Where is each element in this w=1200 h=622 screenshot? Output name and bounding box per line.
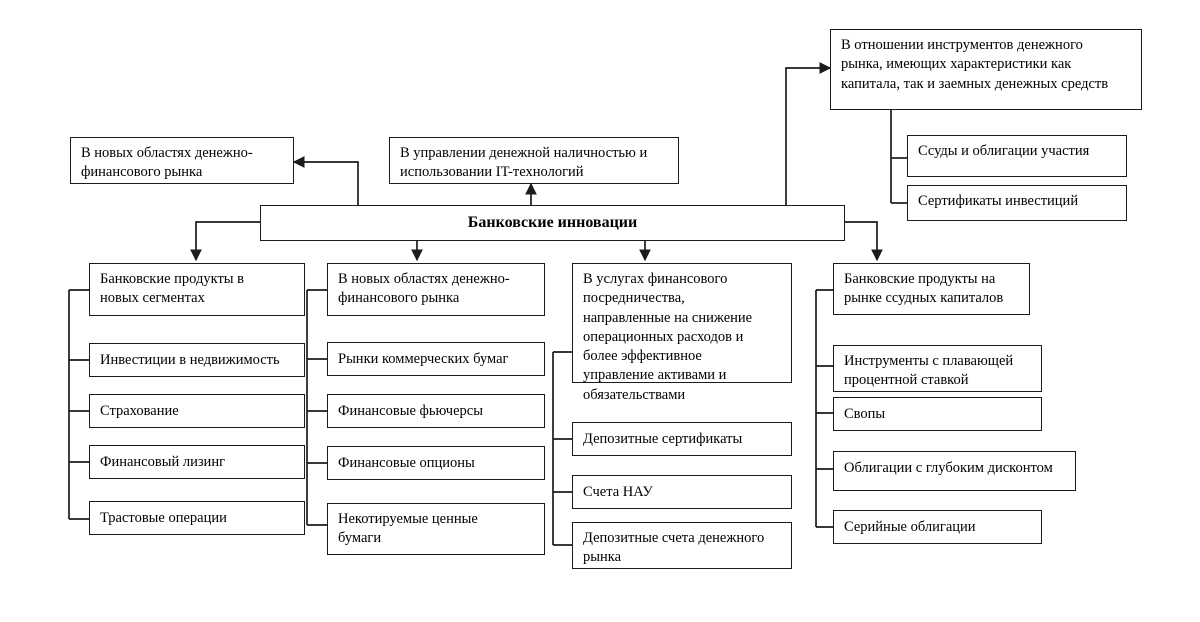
node-label: Облигации с глубоким дисконтом — [844, 460, 1053, 476]
node-label: Инвестиции в недвижимость — [100, 352, 280, 368]
node-label: Банковские продукты на рынке ссудных кап… — [844, 271, 1004, 307]
node-column-3-item-1[interactable]: Депозитные сертификаты — [572, 422, 792, 456]
wire-center-to-new-areas-left — [292, 156, 359, 205]
node-column-4-item-2[interactable]: Свопы — [833, 397, 1042, 431]
node-column-2-header[interactable]: В новых областях денежно- финансового ры… — [327, 263, 545, 316]
node-label: Счета НАУ — [583, 484, 653, 500]
node-label: Инструменты с плавающей процентной ставк… — [844, 353, 1014, 389]
node-cash-management[interactable]: В управлении денежной наличностью и испо… — [389, 137, 679, 184]
node-label: Сертификаты инвестиций — [918, 193, 1079, 209]
node-participation-loans[interactable]: Ссуды и облигации участия — [907, 135, 1127, 177]
wire-center-to-column-4 — [845, 221, 883, 262]
wire-center-to-column-1 — [190, 221, 260, 262]
node-label: Серийные облигации — [844, 519, 976, 535]
node-label: Ссуды и облигации участия — [918, 143, 1090, 159]
node-label: Страхование — [100, 403, 179, 419]
node-label: В услугах финансового посредничества, на… — [583, 271, 753, 403]
node-column-3-header[interactable]: В услугах финансового посредничества, на… — [572, 263, 792, 403]
node-column-4-item-4[interactable]: Серийные облигации — [833, 510, 1042, 544]
node-column-1-item-1[interactable]: Инвестиции в недвижимость — [89, 343, 305, 377]
node-label: Депозитные счета денежного рынка — [583, 530, 765, 566]
node-column-4-item-1[interactable]: Инструменты с плавающей процентной ставк… — [833, 345, 1042, 392]
node-label: В новых областях денежно- финансового ры… — [338, 271, 510, 307]
node-column-1-item-3[interactable]: Финансовый лизинг — [89, 445, 305, 479]
node-column-1-header[interactable]: Банковские продукты в новых сегментах — [89, 263, 305, 316]
node-label: Рынки коммерческих бумаг — [338, 351, 509, 367]
node-label: Некотируемые ценные бумаги — [338, 511, 478, 547]
node-label: В новых областях денежно- финансового ры… — [81, 145, 253, 181]
node-column-1-item-2[interactable]: Страхование — [89, 394, 305, 428]
node-label: В отношении инструментов денежного рынка… — [841, 37, 1109, 92]
node-center-banking-innovations[interactable]: Банковские инновации — [260, 205, 845, 241]
node-label: Банковские продукты в новых сегментах — [100, 271, 245, 307]
node-column-2-item-3[interactable]: Финансовые опционы — [327, 446, 545, 480]
node-label: Свопы — [844, 406, 886, 422]
node-label: Депозитные сертификаты — [583, 431, 743, 447]
node-label: Финансовые фьючерсы — [338, 403, 483, 419]
node-column-1-item-4[interactable]: Трастовые операции — [89, 501, 305, 535]
node-column-4-item-3[interactable]: Облигации с глубоким дисконтом — [833, 451, 1076, 491]
node-label: Финансовый лизинг — [100, 454, 226, 470]
wire-center-to-money-market — [785, 62, 832, 205]
node-column-2-item-4[interactable]: Некотируемые ценные бумаги — [327, 503, 545, 555]
node-column-2-item-2[interactable]: Финансовые фьючерсы — [327, 394, 545, 428]
node-money-market-instruments[interactable]: В отношении инструментов денежного рынка… — [830, 29, 1142, 110]
node-investment-certificates[interactable]: Сертификаты инвестиций — [907, 185, 1127, 221]
node-label: В управлении денежной наличностью и испо… — [400, 145, 648, 181]
node-label: Финансовые опционы — [338, 455, 475, 471]
node-new-areas-left[interactable]: В новых областях денежно- финансового ры… — [70, 137, 294, 184]
node-column-2-item-1[interactable]: Рынки коммерческих бумаг — [327, 342, 545, 376]
node-label: Банковские инновации — [467, 214, 638, 232]
node-column-3-item-3[interactable]: Депозитные счета денежного рынка — [572, 522, 792, 569]
node-column-4-header[interactable]: Банковские продукты на рынке ссудных кап… — [833, 263, 1030, 315]
node-label: Трастовые операции — [100, 510, 227, 526]
node-column-3-item-2[interactable]: Счета НАУ — [572, 475, 792, 509]
